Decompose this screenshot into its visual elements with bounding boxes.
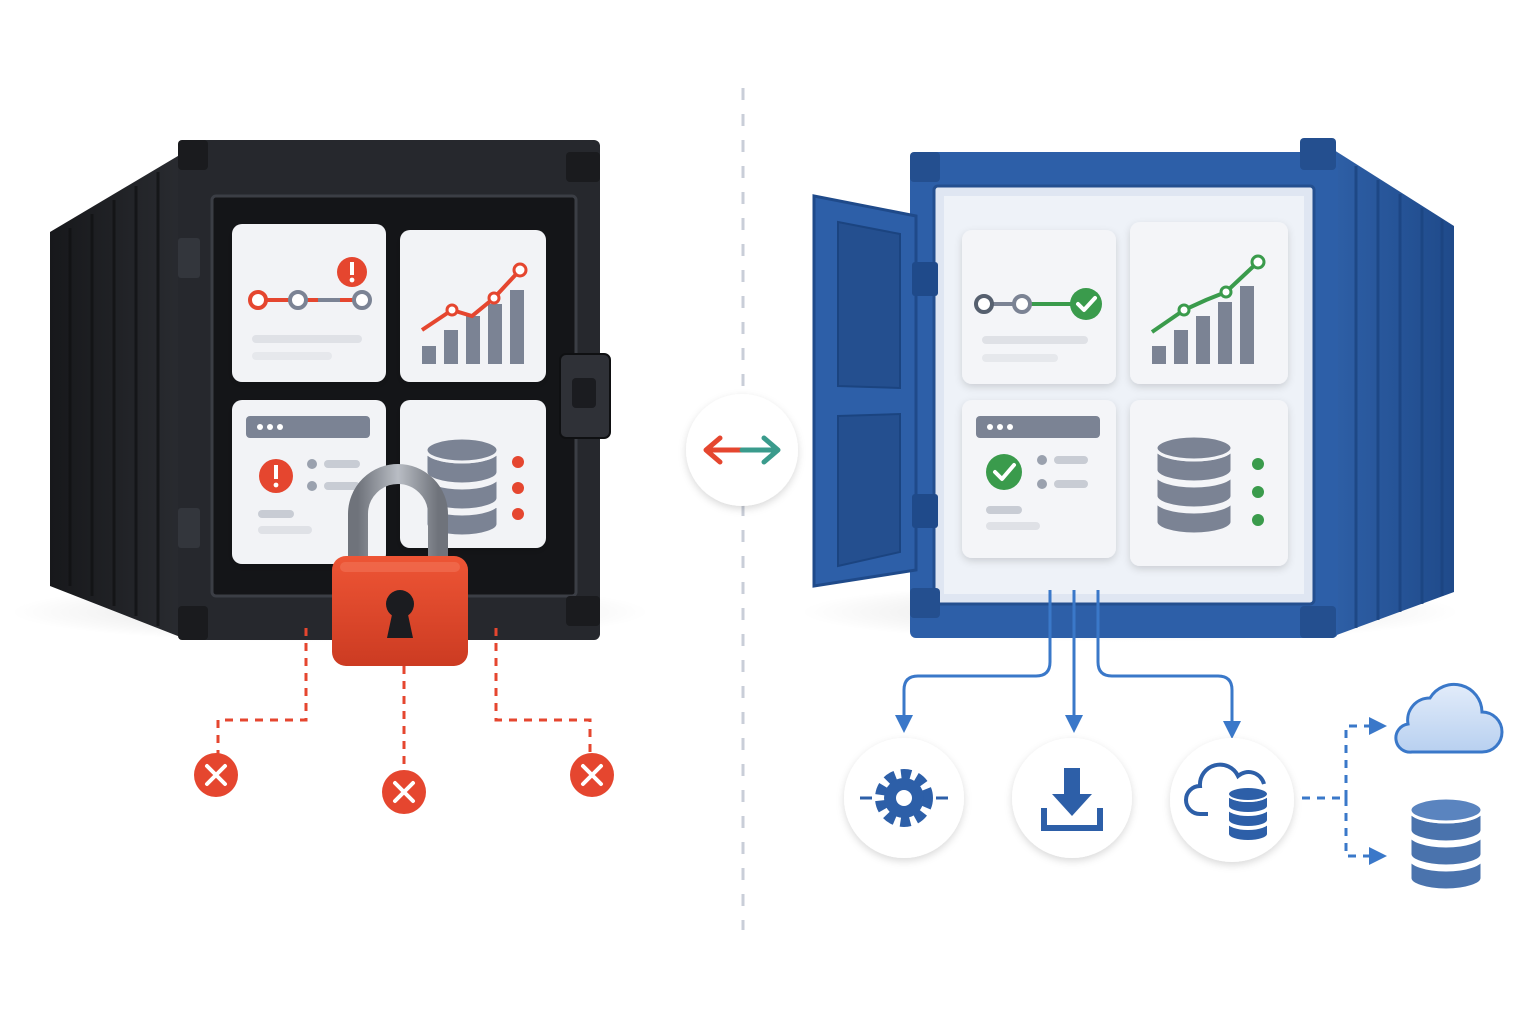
output-flows: [895, 590, 1241, 739]
cloud-database-icon: [1170, 738, 1294, 862]
cloud-icon: [1394, 682, 1504, 754]
growth-chart-icon: [420, 262, 528, 364]
destination-links: [1302, 717, 1387, 865]
locked-container: [10, 140, 650, 814]
error-x-icon: [570, 753, 614, 797]
padlock-icon: [332, 464, 468, 666]
download-icon: [1012, 738, 1132, 858]
panel-pipeline-ok: [962, 230, 1116, 384]
panel-browser-ok: [962, 400, 1116, 558]
pipeline-error-icon: [248, 257, 372, 360]
panel-growth-chart: [400, 230, 546, 382]
error-x-icon: [382, 770, 426, 814]
database-icon: [1154, 434, 1264, 536]
blocked-connectors: [216, 628, 592, 766]
error-x-icon: [194, 753, 238, 797]
open-container: [800, 138, 1504, 892]
browser-error-icon: [246, 416, 370, 534]
pipeline-check-icon: [974, 288, 1102, 362]
bidirectional-arrow-icon: [686, 394, 798, 506]
panel-database-ok: [1130, 400, 1288, 566]
browser-check-icon: [976, 416, 1100, 530]
gear-icon: [844, 738, 964, 858]
growth-chart-icon: [1150, 254, 1266, 364]
database-icon: [1408, 796, 1484, 892]
